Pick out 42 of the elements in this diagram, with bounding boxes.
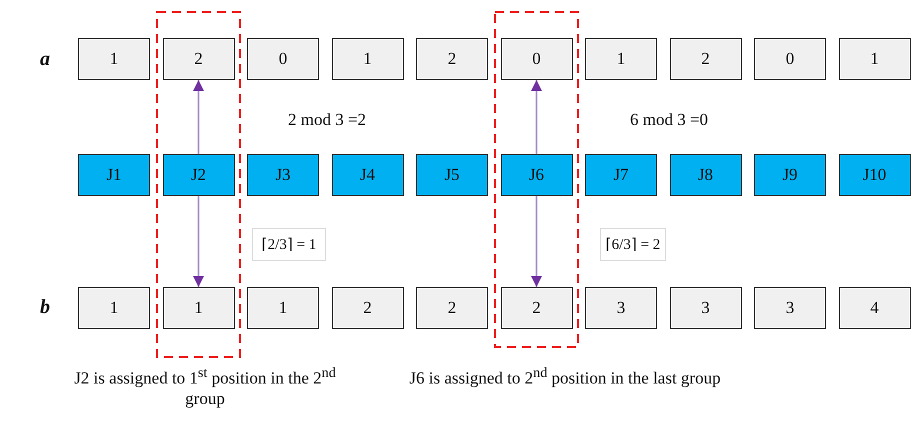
- job-box: J5: [416, 154, 488, 196]
- position-box: 1: [247, 287, 319, 329]
- position-box: 3: [754, 287, 826, 329]
- job-box: J6: [500, 154, 572, 196]
- value-box: 1: [332, 38, 404, 80]
- position-box: 1: [78, 287, 150, 329]
- modulo-text: 2 mod 3 =2: [286, 110, 368, 130]
- position-box: 3: [670, 287, 742, 329]
- position-box: 4: [838, 287, 910, 329]
- job-box: J1: [78, 154, 150, 196]
- value-box: 0: [247, 38, 319, 80]
- arrow: [192, 196, 204, 287]
- position-box: 2: [416, 287, 488, 329]
- value-box: 0: [500, 38, 572, 80]
- arrow: [530, 196, 542, 287]
- job-box: J9: [754, 154, 826, 196]
- job-box: J4: [332, 154, 404, 196]
- value-box: 0: [754, 38, 826, 80]
- arrow: [530, 80, 542, 154]
- ceiling-formula: ⌈2/3⌉ = 1: [252, 228, 326, 261]
- position-box: 1: [162, 287, 234, 329]
- job-box: J2: [162, 154, 234, 196]
- position-box: 3: [585, 287, 657, 329]
- position-box: 2: [500, 287, 572, 329]
- value-box: 2: [416, 38, 488, 80]
- value-box: 2: [162, 38, 234, 80]
- arrow: [192, 80, 204, 154]
- note-text: J6 is assigned to 2$^{nd}$ position in the last group: [408, 365, 722, 389]
- value-box: 1: [78, 38, 150, 80]
- value-box: 2: [670, 38, 742, 80]
- note-text: J2 is assigned to 1$^{st}$ position in the 2$^{nd}$ group: [73, 365, 337, 409]
- job-box: J8: [670, 154, 742, 196]
- position-box: 2: [332, 287, 404, 329]
- ceiling-formula: ⌈6/3⌉ = 2: [600, 228, 666, 261]
- row-label: a: [39, 48, 51, 71]
- job-box: J10: [838, 154, 910, 196]
- modulo-text: 6 mod 3 =0: [628, 110, 710, 130]
- row-label: b: [39, 296, 51, 319]
- value-box: 1: [838, 38, 910, 80]
- value-box: 1: [585, 38, 657, 80]
- job-box: J7: [585, 154, 657, 196]
- job-box: J3: [247, 154, 319, 196]
